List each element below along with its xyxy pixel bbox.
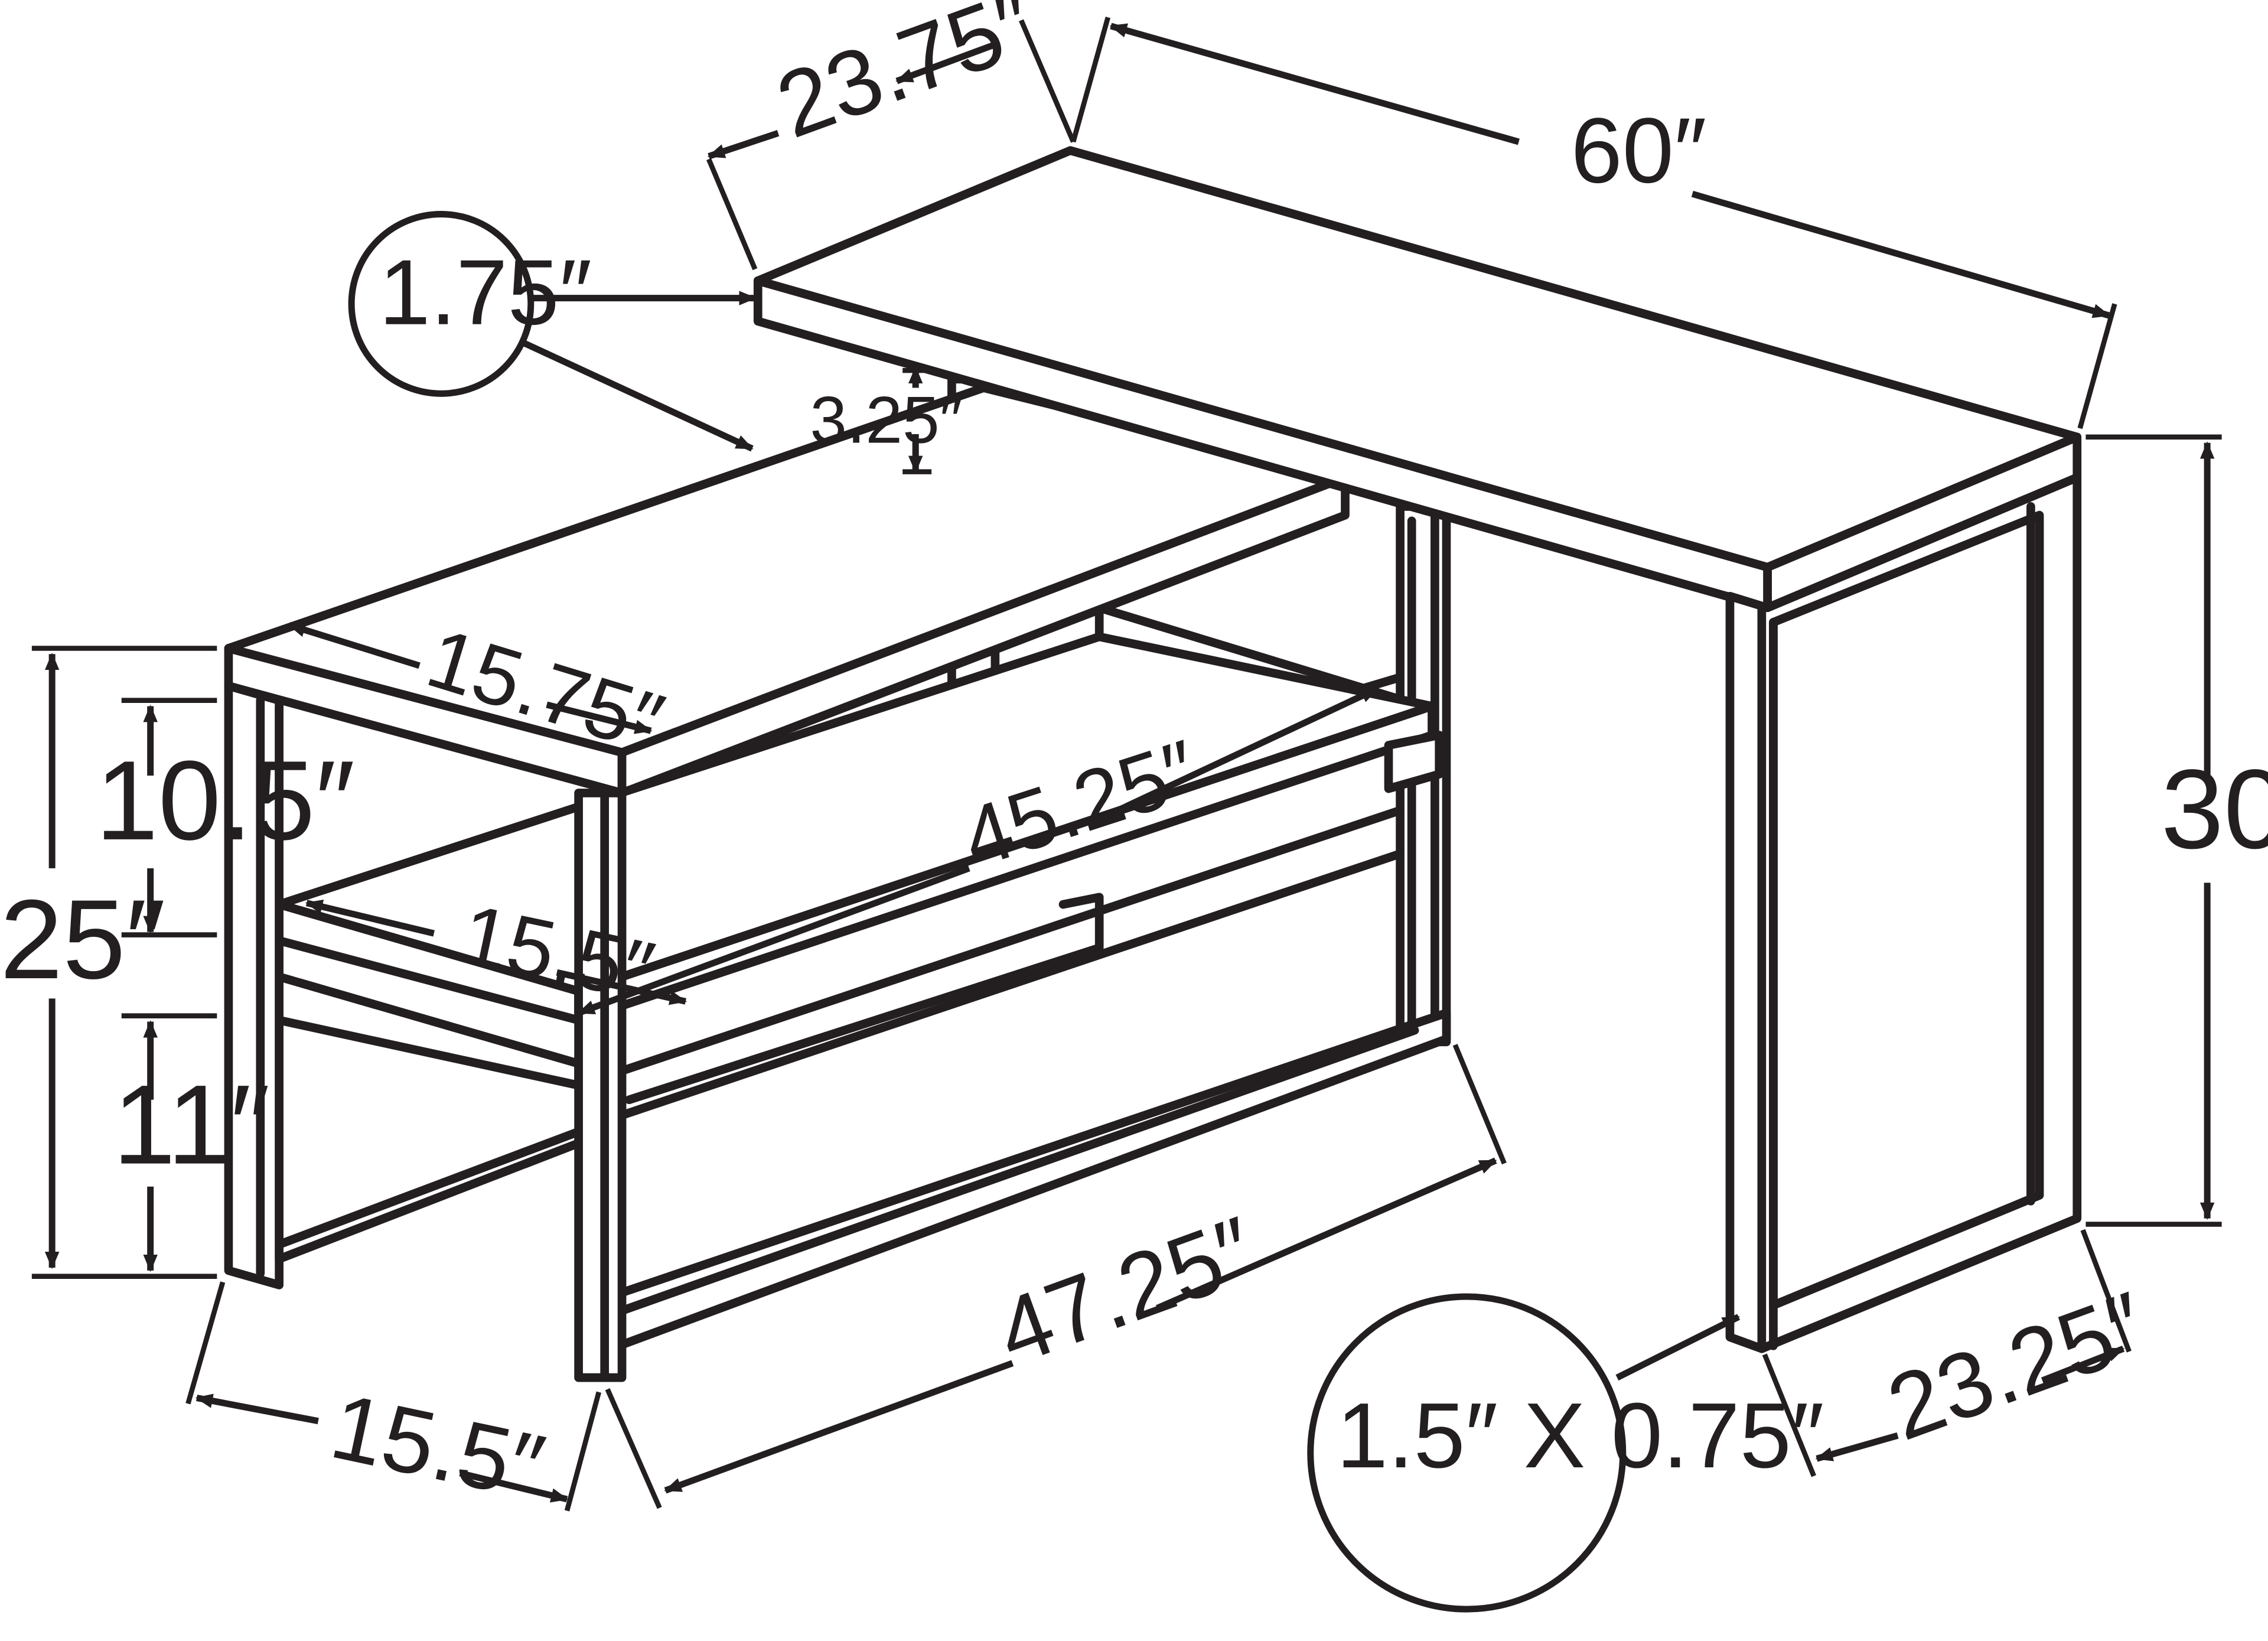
label-apron-height: 3.25″ [810,383,963,457]
label-return-length: 47.25″ [984,1197,1268,1385]
shelf-bracket [1384,731,1444,793]
main-desk [753,146,2082,1353]
dimension-lines [31,17,2222,1613]
return-unit [224,375,1451,1382]
callout-circle-tube [1307,1293,1627,1613]
label-return-depth: 15.5″ [322,1374,552,1519]
callout-circle-thickness [348,211,535,397]
label-leg-depth: 23.25″ [1875,1272,2159,1460]
label-top-depth: 23.75″ [764,0,1048,158]
label-shelf-clearance-bottom: 11″ [113,1062,270,1188]
label-tube-size: 1.5″ X 0.75″ [1337,1384,1824,1487]
label-top-thickness: 1.75″ [379,241,592,344]
label-shelf-clearance-top: 10.5″ [96,738,355,864]
label-return-height: 25″ [0,877,165,1002]
desk-right-leg-frame [1725,473,2082,1353]
return-top-edge-side [617,473,1350,797]
return-front-left-leg [224,681,284,1290]
label-desk-height: 30″ [2161,747,2268,872]
label-top-length: 60″ [1571,99,1707,203]
